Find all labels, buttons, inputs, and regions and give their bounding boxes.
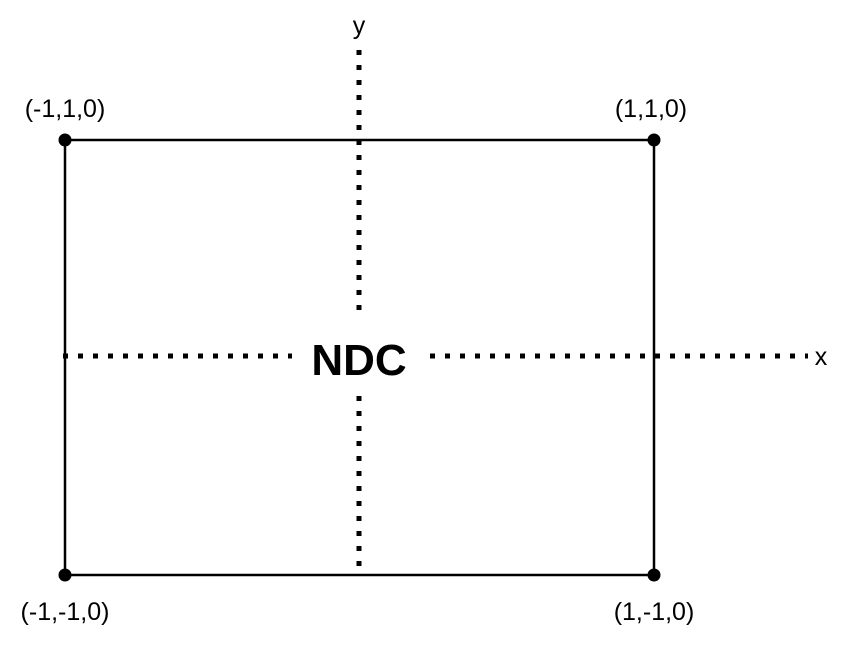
corner-point-bottom-left <box>58 568 72 582</box>
corner-point-top-left <box>58 133 72 147</box>
corner-label-bottom-right: (1,-1,0) <box>614 598 695 626</box>
corner-label-top-right: (1,1,0) <box>615 95 687 123</box>
corner-point-top-right <box>647 133 661 147</box>
y-axis-label: y <box>353 12 366 40</box>
corner-label-bottom-left: (-1,-1,0) <box>21 598 110 626</box>
x-axis-label: x <box>815 343 828 371</box>
corner-label-top-left: (-1,1,0) <box>25 95 106 123</box>
diagram-title: NDC <box>311 336 406 385</box>
corner-point-bottom-right <box>647 568 661 582</box>
